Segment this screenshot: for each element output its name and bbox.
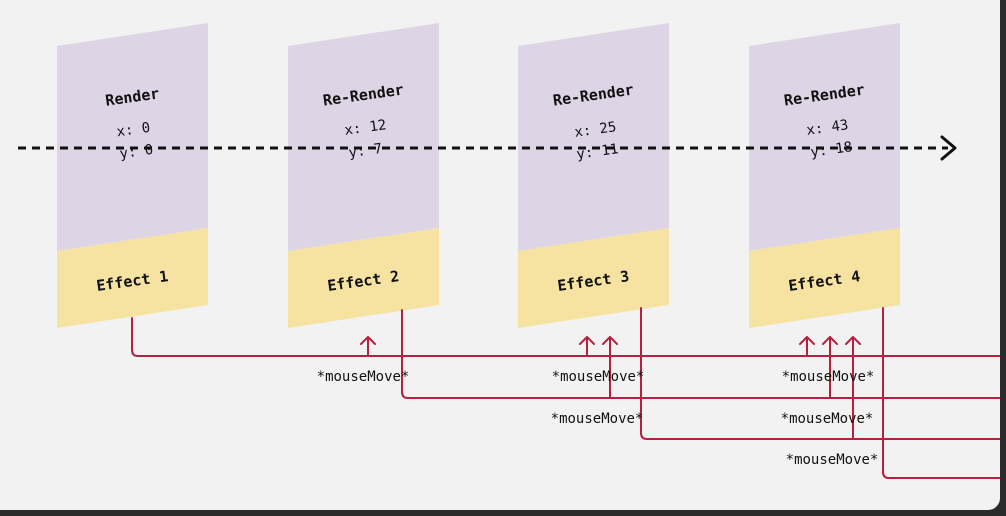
render-x-value-2: x: 12 [343, 117, 387, 139]
effect-section [749, 228, 900, 328]
effect-3-listener-line [640, 307, 1000, 440]
render-y-value-3: y: 11 [575, 141, 619, 163]
render-card-3 [518, 23, 669, 328]
event-arrow-up-icon [579, 336, 595, 357]
render-section [288, 23, 439, 251]
render-y-value-2: y: 7 [348, 141, 384, 162]
render-x-value-3: x: 25 [573, 119, 617, 141]
effect-1-listener-line [131, 317, 1000, 357]
event-arrow-up-icon [822, 336, 838, 399]
render-section [57, 23, 208, 251]
render-section [749, 23, 900, 251]
mousemove-label: *mouseMove* [786, 452, 879, 468]
effect-section [57, 228, 208, 328]
effect-section [288, 228, 439, 328]
mousemove-label: *mouseMove* [782, 369, 875, 385]
render-x-value-1: x: 0 [116, 120, 152, 141]
mousemove-label: *mouseMove* [781, 411, 874, 427]
render-card-2 [288, 23, 439, 328]
effect-4-listener-line [882, 307, 1000, 479]
event-arrow-up-icon [360, 336, 376, 357]
timeline-arrowhead-icon [940, 135, 957, 161]
effect-section [518, 228, 669, 328]
render-card-1 [57, 23, 208, 328]
render-card-4 [749, 23, 900, 328]
effect-2-listener-line [401, 309, 1000, 399]
mousemove-label: *mouseMove* [317, 369, 410, 385]
render-x-value-4: x: 43 [805, 117, 849, 139]
event-arrow-up-icon [845, 336, 861, 440]
render-section [518, 23, 669, 251]
render-y-value-4: y: 18 [809, 139, 853, 161]
render-y-value-1: y: 0 [119, 142, 155, 163]
mousemove-label: *mouseMove* [551, 411, 644, 427]
mousemove-label: *mouseMove* [552, 369, 645, 385]
event-arrow-up-icon [799, 336, 815, 357]
event-arrow-up-icon [602, 336, 618, 399]
